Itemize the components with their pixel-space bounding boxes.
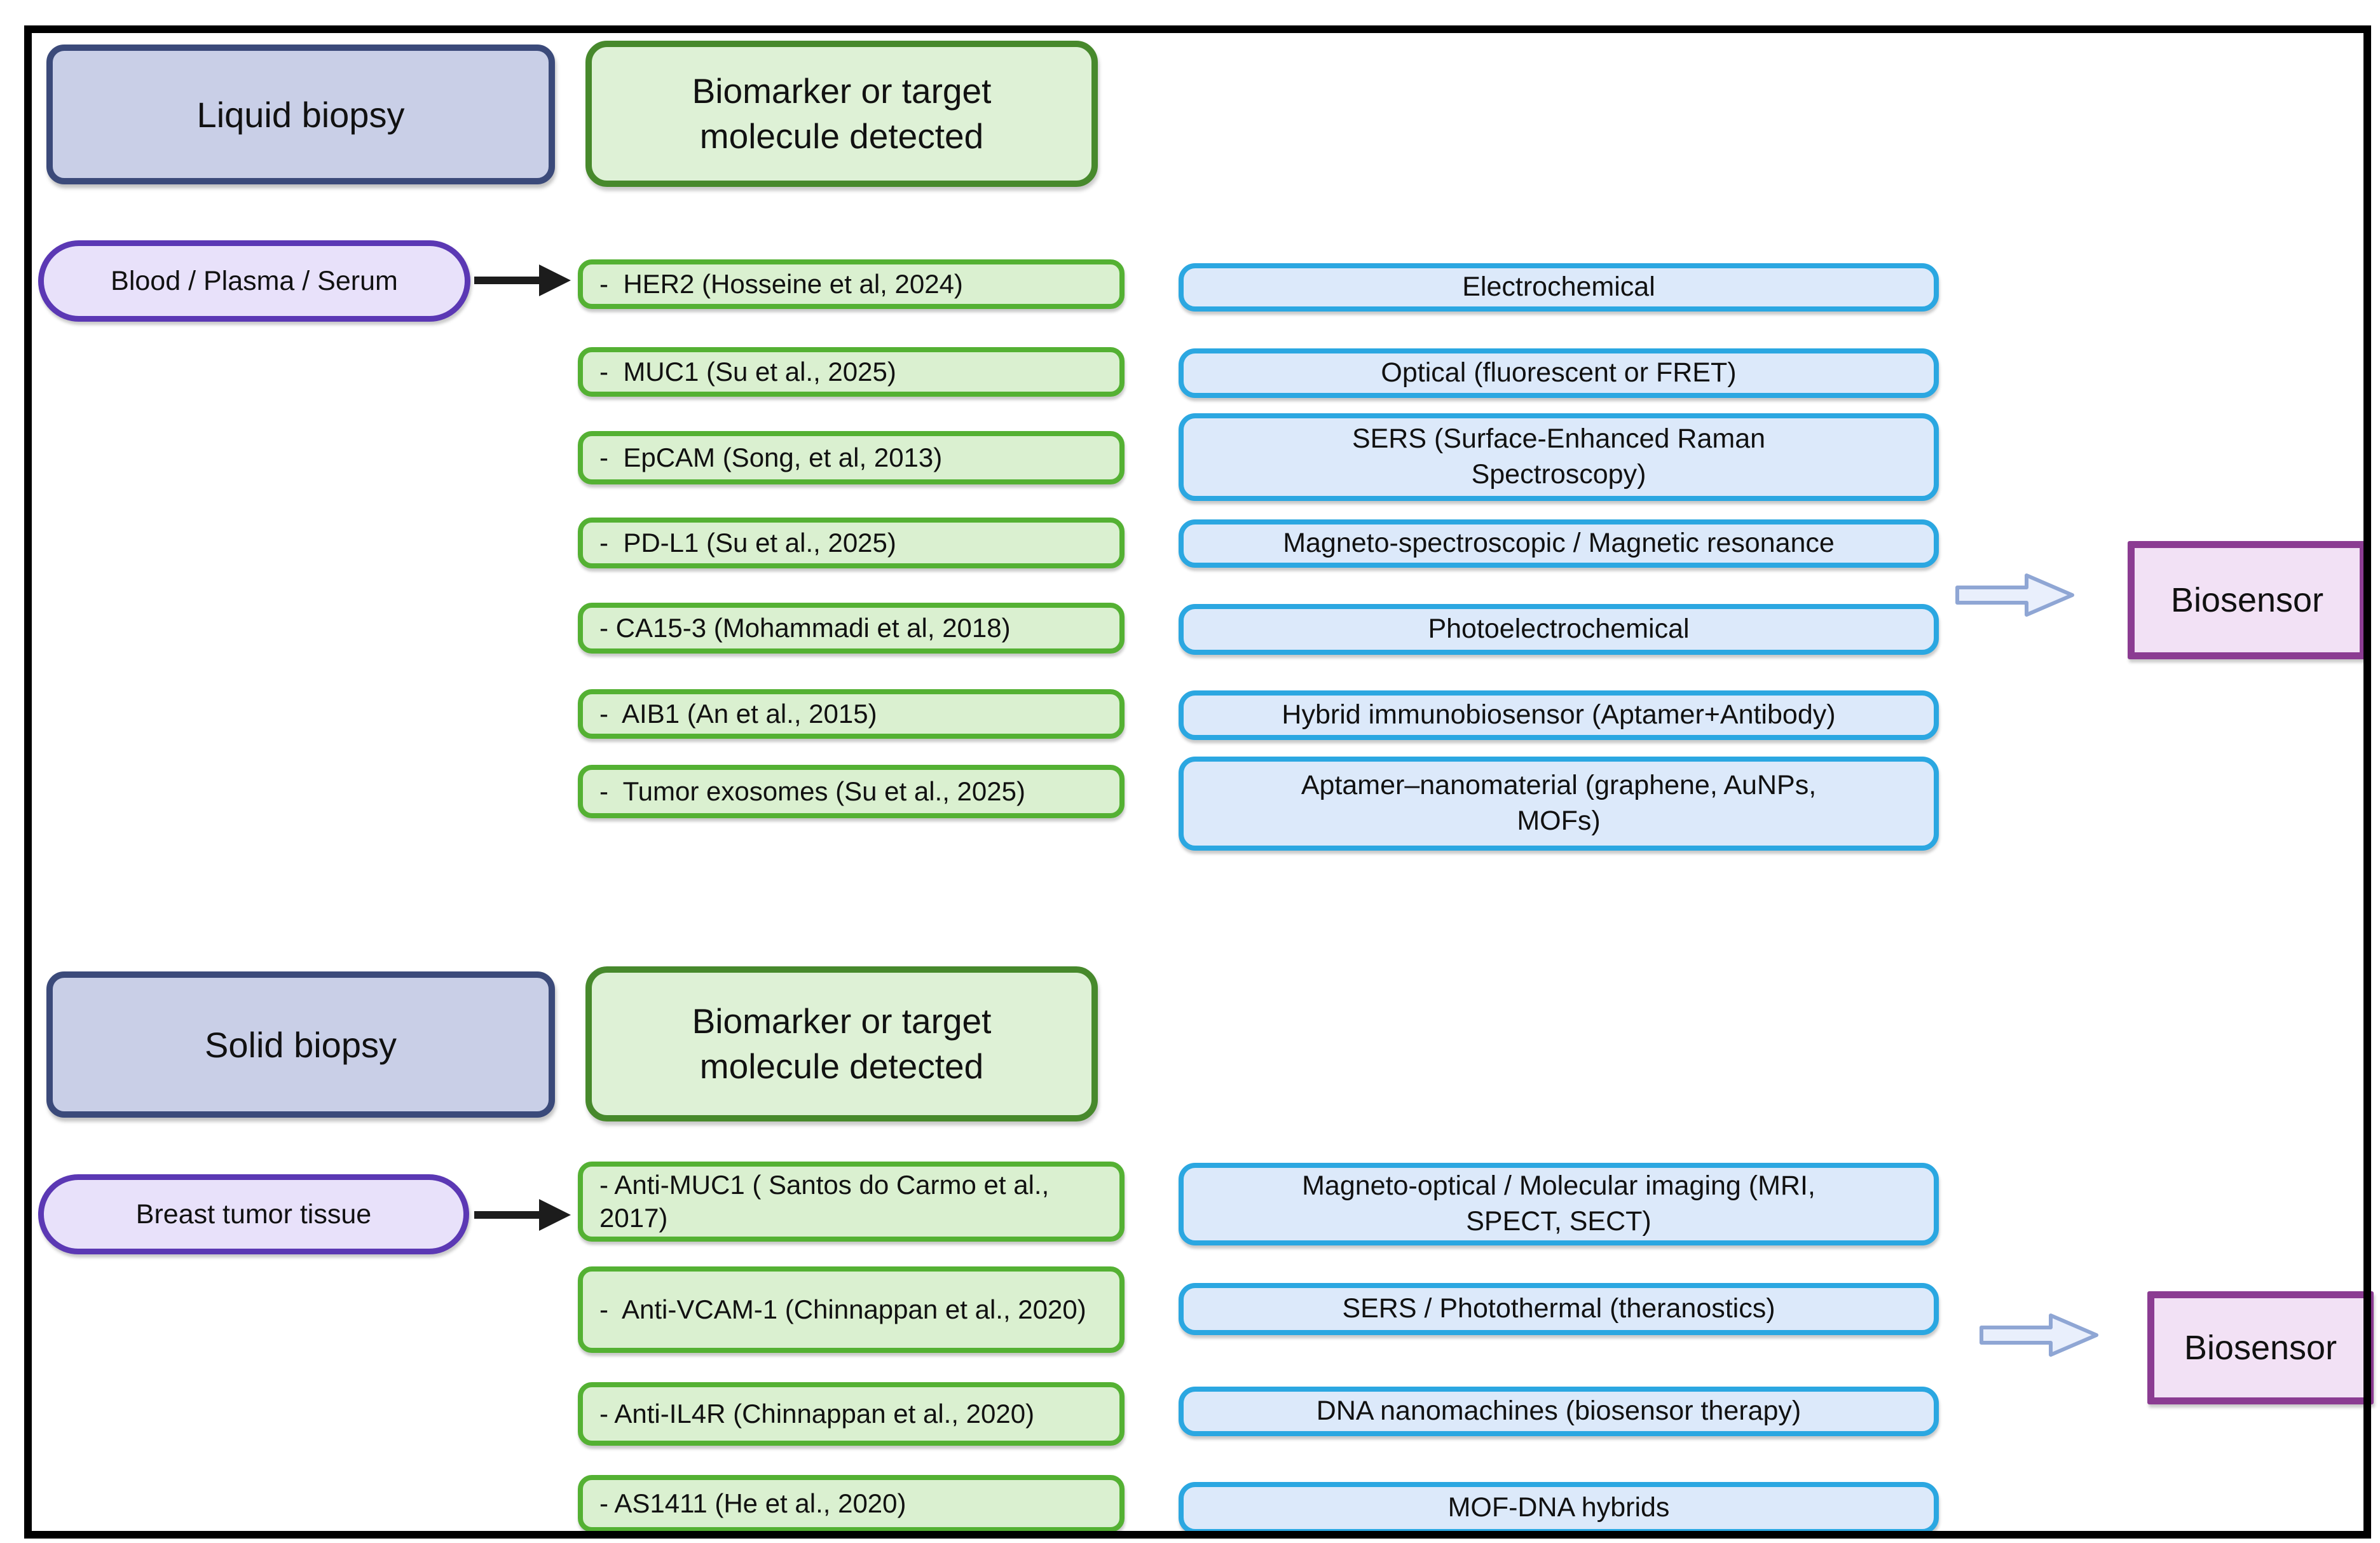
sensor-item: MOF-DNA hybrids bbox=[1179, 1482, 1939, 1534]
arrow-icon bbox=[474, 1199, 571, 1231]
biomarker-item: - Anti-MUC1 ( Santos do Carmo et al., 20… bbox=[578, 1162, 1125, 1242]
biomarker-item: - Anti-IL4R (Chinnappan et al., 2020) bbox=[578, 1382, 1125, 1446]
sensor-item: Electrochemical bbox=[1179, 263, 1939, 312]
block-arrow-icon bbox=[1980, 1313, 2098, 1357]
biomarker-item: - HER2 (Hosseine et al, 2024) bbox=[578, 259, 1125, 309]
biomarker-item: - Tumor exosomes (Su et al., 2025) bbox=[578, 765, 1125, 818]
sensor-item: Hybrid immunobiosensor (Aptamer+Antibody… bbox=[1179, 690, 1939, 740]
biomarker-item: - EpCAM (Song, et al, 2013) bbox=[578, 431, 1125, 484]
sensor-item: DNA nanomachines (biosensor therapy) bbox=[1179, 1387, 1939, 1436]
biosensor-label: Biosensor bbox=[2170, 581, 2324, 619]
biomarker-header-liquid: Biomarker or target molecule detected bbox=[585, 41, 1098, 187]
biomarker-item: - CA15-3 (Mohammadi et al, 2018) bbox=[578, 603, 1125, 654]
sensor-item: Magneto-optical / Molecular imaging (MRI… bbox=[1179, 1163, 1939, 1245]
sensor-item: Aptamer–nanomaterial (graphene, AuNPs, M… bbox=[1179, 757, 1939, 851]
sample-oval-breast: Breast tumor tissue bbox=[38, 1174, 469, 1254]
biomarker-header-label: Biomarker or target molecule detected bbox=[692, 71, 992, 156]
sensor-item: SERS / Photothermal (theranostics) bbox=[1179, 1283, 1939, 1335]
liquid-biopsy-label: Liquid biopsy bbox=[196, 94, 405, 135]
biomarker-item: - PD-L1 (Su et al., 2025) bbox=[578, 518, 1125, 568]
biosensor-box: Biosensor bbox=[2147, 1291, 2374, 1404]
solid-biopsy-box: Solid biopsy bbox=[46, 971, 555, 1118]
biomarker-header-label: Biomarker or target molecule detected bbox=[692, 1001, 992, 1087]
biomarker-item: - AS1411 (He et al., 2020) bbox=[578, 1475, 1125, 1532]
block-arrow-icon bbox=[1955, 573, 2074, 617]
sample-label: Blood / Plasma / Serum bbox=[111, 265, 398, 296]
biomarker-item: - AIB1 (An et al., 2015) bbox=[578, 689, 1125, 739]
sensor-item: SERS (Surface-Enhanced Raman Spectroscop… bbox=[1179, 413, 1939, 501]
sensor-item: Optical (fluorescent or FRET) bbox=[1179, 348, 1939, 398]
sensor-item: Photoelectrochemical bbox=[1179, 604, 1939, 655]
biomarker-item: - Anti-VCAM-1 (Chinnappan et al., 2020) bbox=[578, 1266, 1125, 1353]
biomarker-item: - MUC1 (Su et al., 2025) bbox=[578, 347, 1125, 397]
solid-biopsy-label: Solid biopsy bbox=[205, 1024, 397, 1065]
biomarker-header-solid: Biomarker or target molecule detected bbox=[585, 966, 1098, 1121]
liquid-biopsy-box: Liquid biopsy bbox=[46, 45, 555, 184]
arrow-icon bbox=[474, 264, 571, 296]
biosensor-box: Biosensor bbox=[2128, 541, 2367, 659]
biosensor-label: Biosensor bbox=[2184, 1329, 2337, 1367]
sensor-item: Magneto-spectroscopic / Magnetic resonan… bbox=[1179, 519, 1939, 568]
sample-oval-blood: Blood / Plasma / Serum bbox=[38, 240, 470, 322]
sample-label: Breast tumor tissue bbox=[135, 1198, 372, 1230]
